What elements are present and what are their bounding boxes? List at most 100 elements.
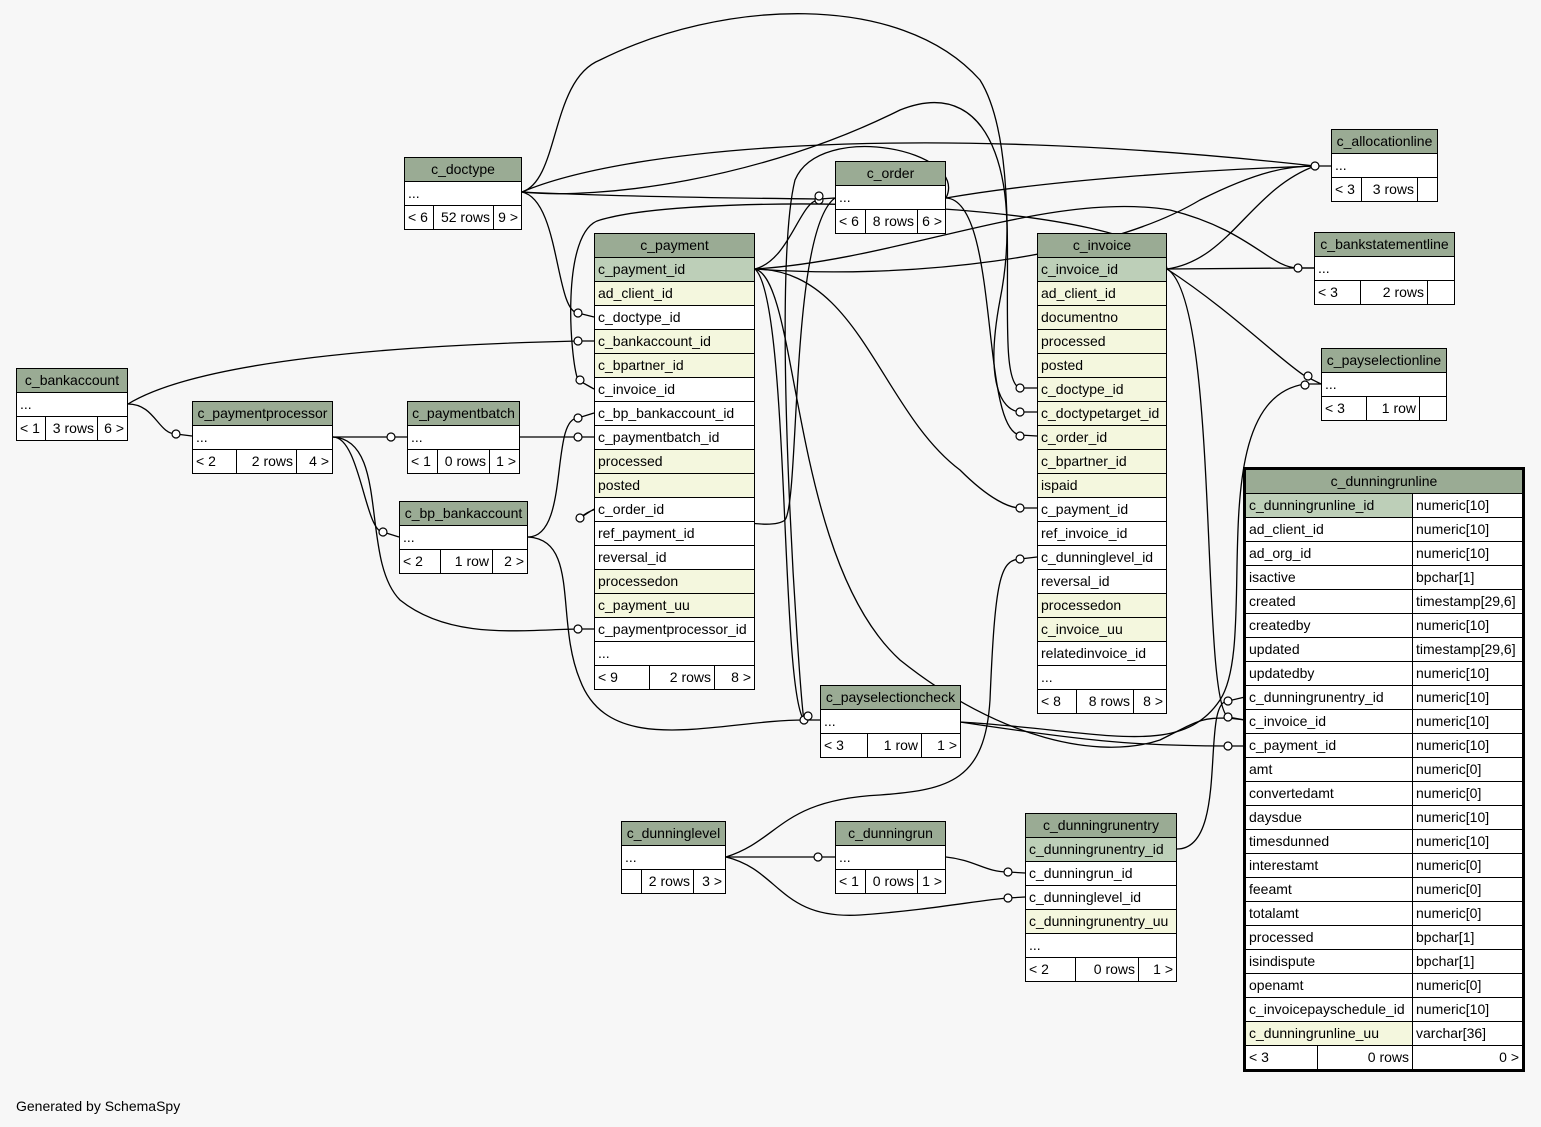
children-count[interactable]: 1 > bbox=[922, 873, 942, 889]
table-footer: < 2 2 rows 4 > bbox=[193, 450, 332, 473]
parents-count[interactable]: < 2 bbox=[400, 550, 441, 573]
table-c_invoice[interactable]: c_invoice c_invoice_id ad_client_id docu… bbox=[1037, 233, 1167, 714]
row-count: 2 rows bbox=[642, 870, 694, 893]
parents-count[interactable]: < 3 bbox=[1322, 397, 1367, 420]
table-c_bankaccount[interactable]: c_bankaccount ... < 1 3 rows 6 > bbox=[16, 368, 128, 441]
table-row: c_paymentbatch_id bbox=[595, 426, 754, 450]
column-name: totalamt bbox=[1246, 902, 1413, 925]
column-type: numeric[10] bbox=[1416, 1001, 1490, 1017]
children-count[interactable]: 1 > bbox=[1153, 961, 1173, 977]
table-title: c_dunningrunline bbox=[1246, 470, 1522, 494]
children-count[interactable]: 6 > bbox=[922, 213, 942, 229]
parents-count[interactable]: < 2 bbox=[193, 450, 237, 473]
table-row: c_doctype_id bbox=[595, 306, 754, 330]
parents-count[interactable]: < 9 bbox=[595, 666, 650, 689]
parents-count[interactable]: < 3 bbox=[821, 734, 868, 757]
table-c_doctype[interactable]: c_doctype ... < 6 52 rows 9 > bbox=[404, 157, 522, 230]
table-c_dunningrun[interactable]: c_dunningrun ... < 1 0 rows 1 > bbox=[835, 821, 946, 894]
row-count: 2 rows bbox=[237, 450, 297, 473]
parents-count[interactable]: < 6 bbox=[836, 210, 866, 233]
table-title: c_dunninglevel bbox=[622, 822, 725, 846]
table-row: c_bankaccount_id bbox=[595, 330, 754, 354]
table-title: c_payselectionline bbox=[1322, 349, 1446, 373]
table-footer: < 6 8 rows 6 > bbox=[836, 210, 945, 233]
table-row: c_doctypetarget_id bbox=[1038, 402, 1166, 426]
table-c_payselectioncheck[interactable]: c_payselectioncheck ... < 3 1 row 1 > bbox=[820, 685, 961, 758]
column-type: numeric[10] bbox=[1416, 713, 1490, 729]
table-c_payment[interactable]: c_payment c_payment_id ad_client_id c_do… bbox=[594, 233, 755, 690]
children-count[interactable]: 0 > bbox=[1499, 1049, 1519, 1065]
table-row: documentno bbox=[1038, 306, 1166, 330]
children-count[interactable]: 9 > bbox=[498, 209, 518, 225]
table-row: ... bbox=[622, 846, 725, 870]
column-name: daysdue bbox=[1246, 806, 1413, 829]
table-row: ... bbox=[408, 426, 519, 450]
children-count[interactable]: 4 > bbox=[309, 453, 329, 469]
table-c_bankstatementline[interactable]: c_bankstatementline ... < 3 2 rows bbox=[1314, 232, 1455, 305]
table-footer: < 3 1 row bbox=[1322, 397, 1446, 420]
children-count[interactable]: 2 > bbox=[504, 553, 524, 569]
parents-count[interactable]: < 2 bbox=[1026, 958, 1076, 981]
table-row: processedon bbox=[1038, 594, 1166, 618]
children-count[interactable]: 8 > bbox=[731, 669, 751, 685]
table-title: c_payment bbox=[595, 234, 754, 258]
table-footer: < 3 1 row 1 > bbox=[821, 734, 960, 757]
parents-count[interactable]: < 6 bbox=[405, 206, 434, 229]
column-name: createdby bbox=[1246, 614, 1413, 637]
table-row: c_dunninglevel_id bbox=[1038, 546, 1166, 570]
parents-count[interactable]: < 3 bbox=[1246, 1046, 1318, 1069]
table-row: c_payment_id bbox=[595, 258, 754, 282]
parents-count[interactable]: < 3 bbox=[1332, 178, 1362, 201]
children-count[interactable]: 1 > bbox=[496, 453, 516, 469]
table-row: ... bbox=[836, 186, 945, 210]
children-count[interactable]: 3 > bbox=[702, 873, 722, 889]
children-count[interactable] bbox=[1418, 178, 1437, 201]
parents-count[interactable]: < 1 bbox=[408, 450, 438, 473]
table-footer: < 9 2 rows 8 > bbox=[595, 666, 754, 689]
column-type: numeric[0] bbox=[1416, 905, 1482, 921]
column-type: bpchar[1] bbox=[1416, 953, 1475, 969]
row-count: 3 rows bbox=[1362, 178, 1418, 201]
table-footer: < 3 0 rows 0 > bbox=[1246, 1046, 1522, 1069]
table-c_dunninglevel[interactable]: c_dunninglevel ... 2 rows 3 > bbox=[621, 821, 726, 894]
parents-count[interactable]: < 1 bbox=[836, 870, 866, 893]
children-count[interactable] bbox=[1428, 281, 1454, 304]
parents-count[interactable]: < 3 bbox=[1315, 281, 1361, 304]
children-count[interactable]: 1 > bbox=[937, 737, 957, 753]
parents-count[interactable]: < 8 bbox=[1038, 690, 1077, 713]
parents-count[interactable] bbox=[622, 870, 642, 893]
table-c_paymentprocessor[interactable]: c_paymentprocessor ... < 2 2 rows 4 > bbox=[192, 401, 333, 474]
table-row: reversal_id bbox=[595, 546, 754, 570]
table-c_dunningrunentry[interactable]: c_dunningrunentry c_dunningrunentry_id c… bbox=[1025, 813, 1177, 982]
table-c_allocationline[interactable]: c_allocationline ... < 3 3 rows bbox=[1331, 129, 1438, 202]
table-c_paymentbatch[interactable]: c_paymentbatch ... < 1 0 rows 1 > bbox=[407, 401, 520, 474]
table-c_payselectionline[interactable]: c_payselectionline ... < 3 1 row bbox=[1321, 348, 1447, 421]
table-row: ... bbox=[1322, 373, 1446, 397]
table-row: ... bbox=[400, 526, 527, 550]
table-row: ad_client_id bbox=[595, 282, 754, 306]
row-count: 1 row bbox=[441, 550, 493, 573]
table-footer: < 1 0 rows 1 > bbox=[836, 870, 945, 893]
table-c_order[interactable]: c_order ... < 6 8 rows 6 > bbox=[835, 161, 946, 234]
edge-invoice-payselline bbox=[1166, 268, 1322, 385]
parents-count[interactable]: < 1 bbox=[17, 417, 46, 440]
table-row: ispaid bbox=[1038, 474, 1166, 498]
table-c_bp_bankaccount[interactable]: c_bp_bankaccount ... < 2 1 row 2 > bbox=[399, 501, 528, 574]
table-footer: < 2 1 row 2 > bbox=[400, 550, 527, 573]
children-count[interactable]: 8 > bbox=[1143, 693, 1163, 709]
table-row: c_order_id bbox=[595, 498, 754, 522]
table-row: ... bbox=[17, 393, 127, 417]
column-name: c_invoicepayschedule_id bbox=[1246, 998, 1413, 1021]
table-row: c_bpartner_id bbox=[595, 354, 754, 378]
table-title: c_bankaccount bbox=[17, 369, 127, 393]
children-count[interactable]: 6 > bbox=[104, 420, 124, 436]
children-count[interactable] bbox=[1420, 397, 1446, 420]
